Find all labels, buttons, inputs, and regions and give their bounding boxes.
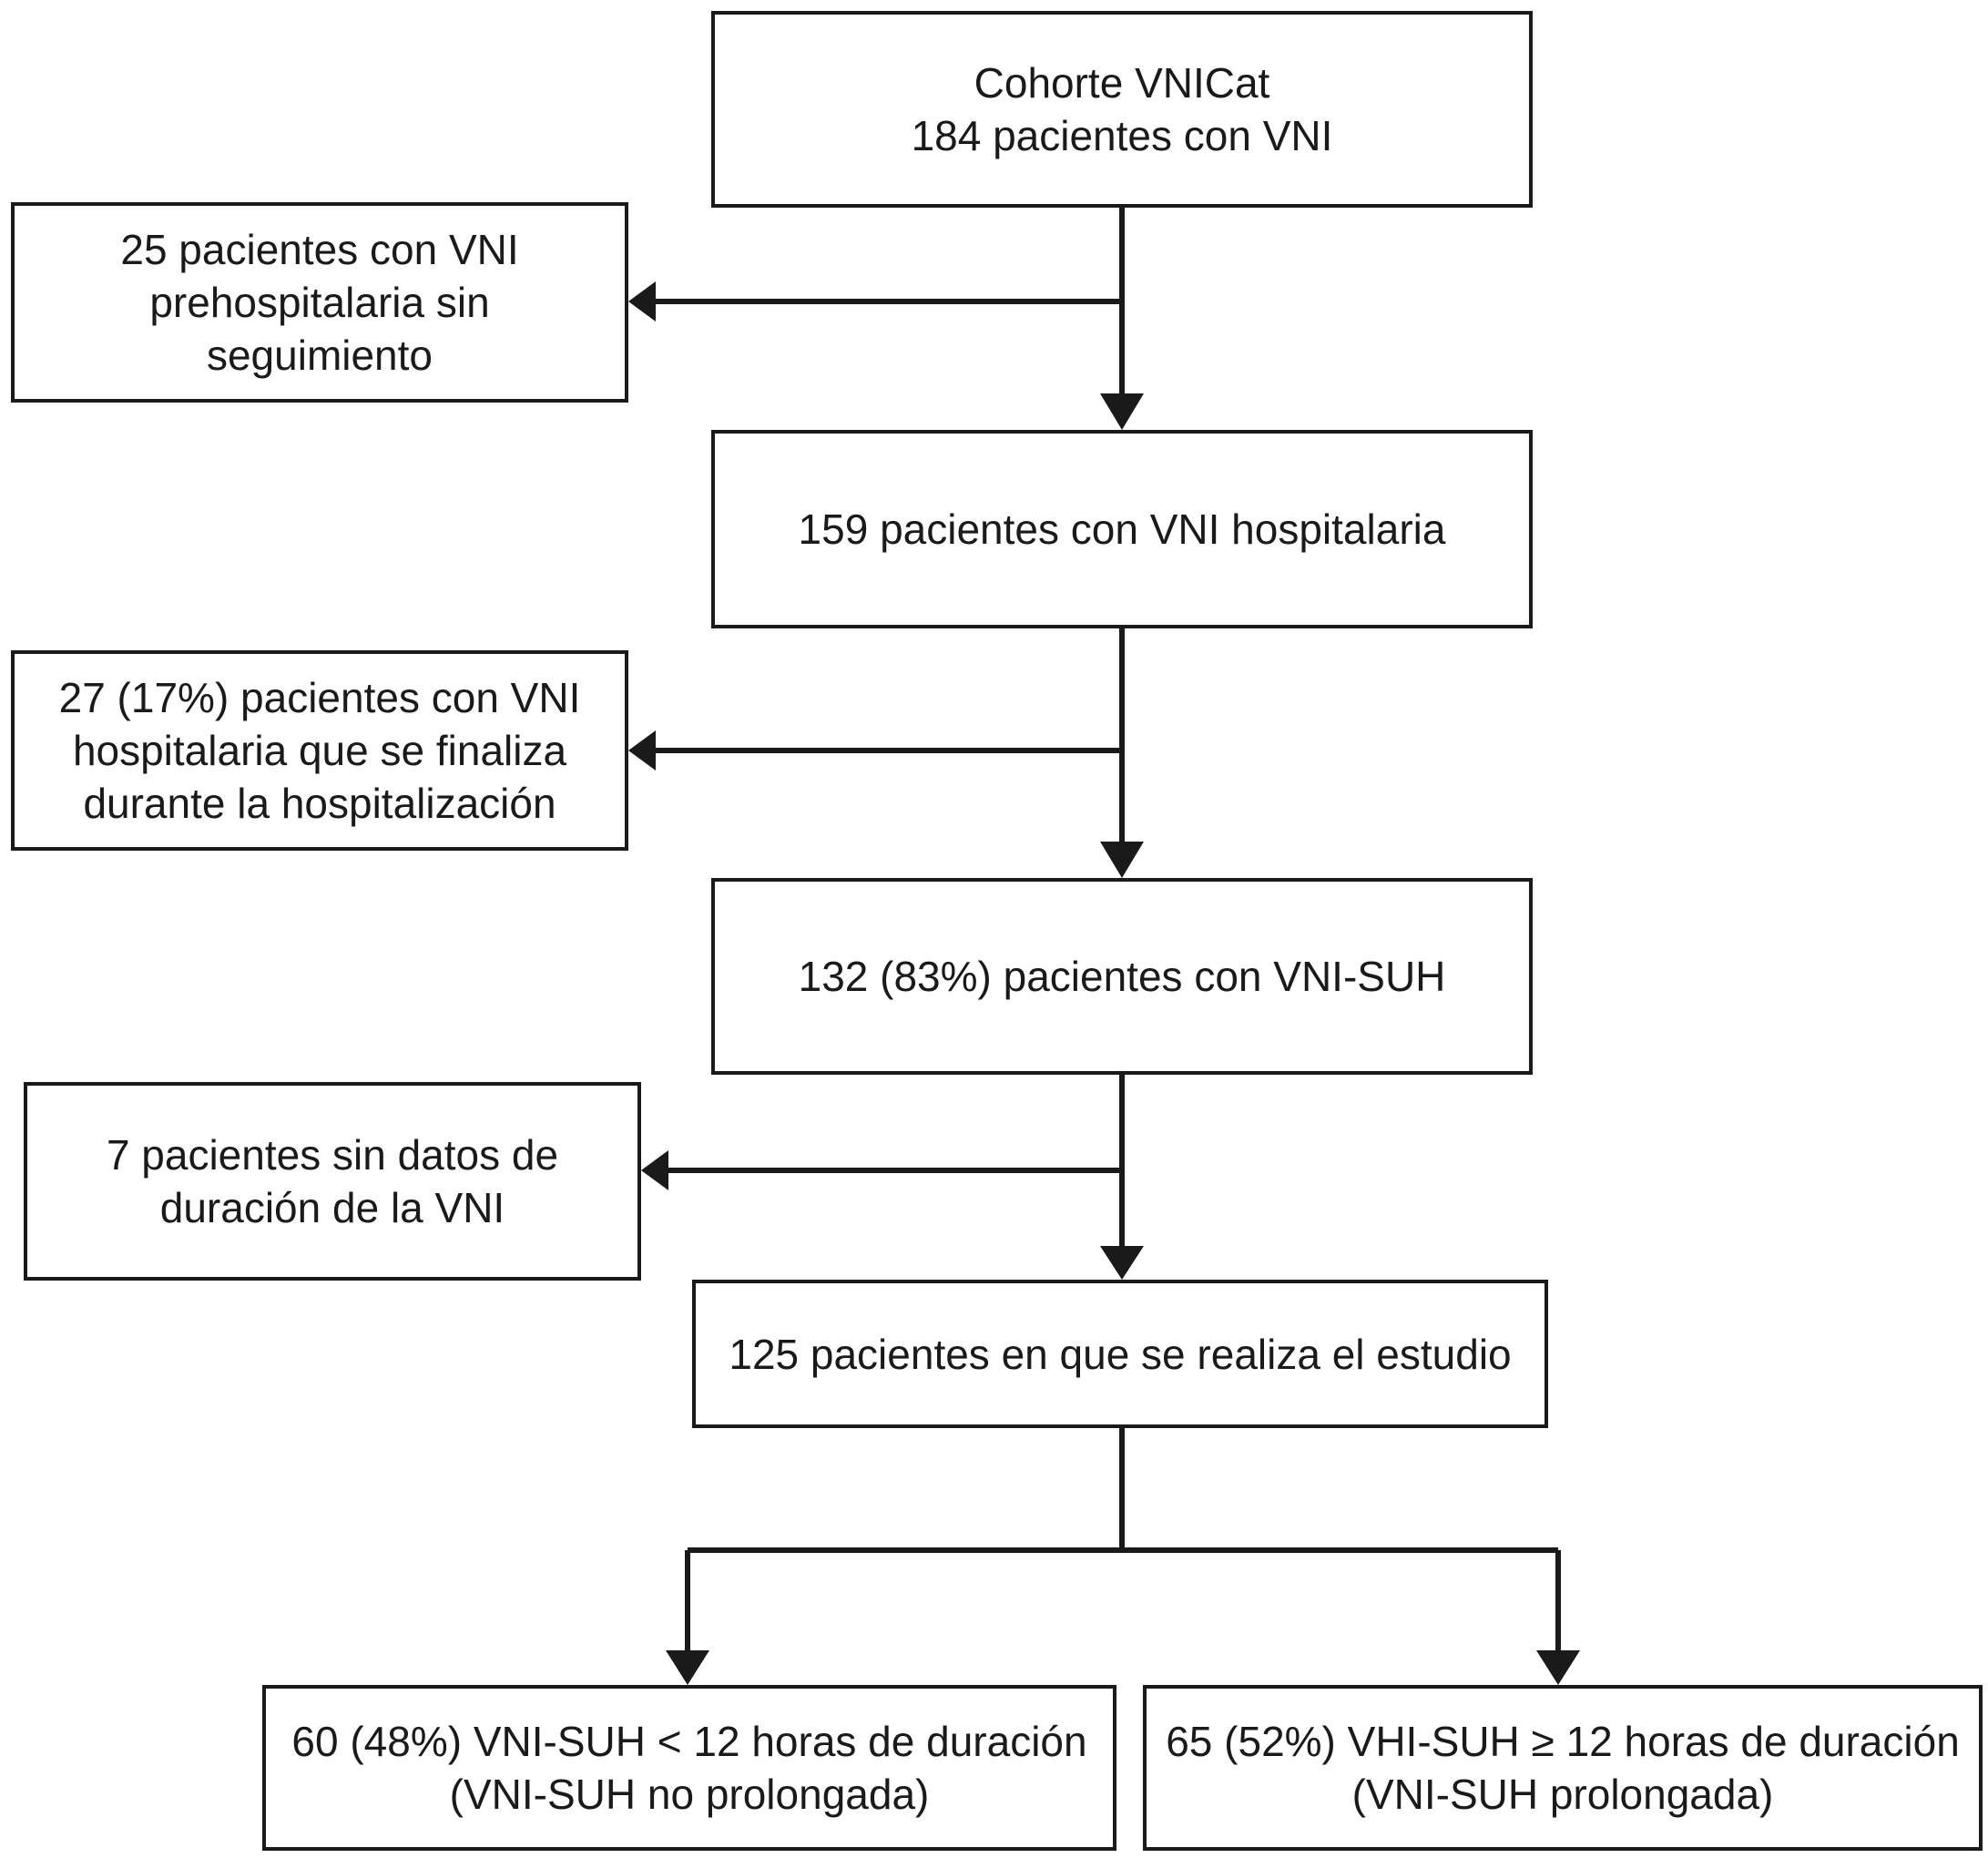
long-duration-box: 65 (52%) VHI-SUH ≥ 12 horas de duración … bbox=[1143, 1685, 1983, 1851]
excluded-no-duration-line-2: duración de la VNI bbox=[159, 1184, 505, 1231]
long-duration-line-2: (VNI-SUH prolongada) bbox=[1351, 1771, 1774, 1818]
excluded-prehospital-line-2: prehospitalaria sin bbox=[149, 279, 490, 326]
short-duration-line-2: (VNI-SUH no prolongada) bbox=[449, 1771, 930, 1818]
excluded-prehospital-line-3: seguimiento bbox=[206, 332, 433, 379]
arrowhead-left-prehospital bbox=[628, 281, 656, 322]
short-duration-line-1: 60 (48%) VNI-SUH < 12 horas de duración bbox=[291, 1718, 1087, 1765]
excluded-no-duration-box: 7 pacientes sin datos de duración de la … bbox=[24, 1082, 641, 1281]
excluded-hospital-end-line-2: hospitalaria que se finaliza bbox=[72, 727, 567, 774]
excluded-prehospital-line-1: 25 pacientes con VNI bbox=[120, 226, 519, 273]
arrowhead-down-short bbox=[666, 1650, 709, 1685]
arrowhead-down-long bbox=[1536, 1650, 1580, 1685]
arrowhead-down-study bbox=[1100, 1246, 1144, 1280]
hospital-line-1: 159 pacientes con VNI hospitalaria bbox=[798, 505, 1446, 553]
vni-suh-box: 132 (83%) pacientes con VNI-SUH bbox=[711, 878, 1533, 1075]
excluded-hospital-end-line-3: durante la hospitalización bbox=[83, 780, 556, 827]
cohort-line-2: 184 pacientes con VNI bbox=[911, 112, 1333, 159]
excluded-hospital-end-line-1: 27 (17%) pacientes con VNI bbox=[58, 674, 581, 721]
long-duration-line-1: 65 (52%) VHI-SUH ≥ 12 horas de duración bbox=[1166, 1718, 1960, 1765]
excluded-hospital-end-box: 27 (17%) pacientes con VNI hospitalaria … bbox=[11, 650, 628, 851]
cohort-box: Cohorte VNICat 184 pacientes con VNI bbox=[711, 11, 1533, 208]
arrowhead-down-hospital bbox=[1100, 393, 1144, 430]
hospital-box: 159 pacientes con VNI hospitalaria bbox=[711, 430, 1533, 628]
vni-suh-line-1: 132 (83%) pacientes con VNI-SUH bbox=[798, 953, 1446, 1000]
cohort-line-1: Cohorte VNICat bbox=[974, 59, 1270, 107]
arrowhead-left-hospital-end bbox=[628, 730, 656, 771]
short-duration-box: 60 (48%) VNI-SUH < 12 horas de duración … bbox=[262, 1685, 1116, 1851]
excluded-prehospital-box: 25 pacientes con VNI prehospitalaria sin… bbox=[11, 202, 628, 403]
excluded-no-duration-line-1: 7 pacientes sin datos de bbox=[106, 1131, 559, 1179]
study-line-1: 125 pacientes en que se realiza el estud… bbox=[729, 1330, 1512, 1378]
study-box: 125 pacientes en que se realiza el estud… bbox=[692, 1280, 1548, 1428]
arrowhead-left-no-duration bbox=[641, 1150, 668, 1190]
arrowhead-down-vnisuh bbox=[1100, 842, 1144, 878]
